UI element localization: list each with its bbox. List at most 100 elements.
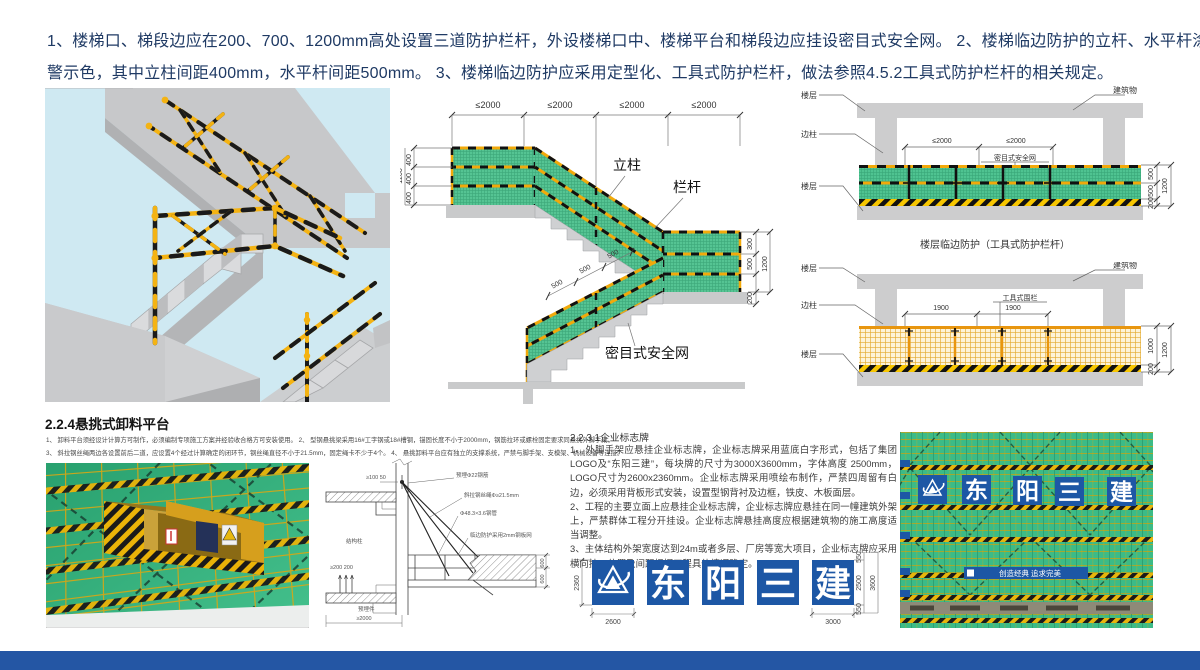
section-2231-p1: 1、外脚手架应悬挂企业标志牌，企业标志牌采用蓝底白字形式，包括了集团LOGO及“… [570, 444, 897, 498]
dim-400-1: 400 [406, 154, 413, 166]
lower-flight [260, 320, 390, 402]
anchor-bolts: ≥200 200 [330, 565, 354, 593]
sign-dims: 2360 2600 3000 550 2500 550 3600 [574, 552, 879, 626]
platform [407, 554, 537, 596]
floor-slab [45, 303, 260, 402]
dim-1200-b: 1200 [1162, 342, 1169, 358]
section-2231-p2: 2、工程的主要立面上应悬挂企业标志牌，企业标志牌应悬挂在同一幢建筑外架上，严禁群… [570, 500, 897, 541]
intro-line-2: 警示色，其中立柱间距400mm，水平杆间距500mm。 3、楼梯临边防护应采用定… [47, 65, 1114, 82]
dim-top: ≥100 50 [366, 475, 386, 481]
dim-500-d3: 500 [606, 249, 620, 261]
dim-550-bottom: 550 [856, 603, 863, 615]
label-fence: 工具式围栏 [1003, 293, 1038, 302]
hazard-strip [859, 199, 1141, 206]
section-224-title: 2.2.4悬挑式卸料平台 [45, 417, 170, 432]
dim-1900-a: 1900 [933, 305, 949, 312]
dim-2600: 2600 [605, 619, 621, 626]
top-slab [325, 491, 397, 516]
callout-pipe: Φ48.3×3.6钢管 [460, 509, 497, 517]
intro-line-1: 1、楼梯口、梯段边应在200、700、1200mm高处设置三道防护栏杆，外设楼梯… [47, 33, 1200, 50]
dim-1200-left: 1200 [400, 168, 404, 184]
dim-400-3: 400 [406, 192, 413, 204]
ground [46, 605, 309, 627]
label-floor-top: 楼层 [801, 90, 817, 100]
dim-2000-1: ≤2000 [476, 100, 501, 110]
ground-slab [448, 382, 745, 389]
dim-600-1: 600 [540, 558, 546, 567]
right-slab [657, 292, 748, 304]
right-dims: 600 600 [536, 552, 550, 590]
right-dims: 500 500 200 1200 [1141, 161, 1175, 210]
section-224-note-1: 1、 卸料平台须经设计计算方可制作，必须编制专项施工方案并经验收合格方可安装使用… [46, 437, 614, 444]
frame-labels: 楼层 边柱 楼层 建筑物 [801, 262, 1137, 378]
striped-railings [145, 96, 382, 402]
dim-600-2: 600 [540, 574, 546, 583]
dim-300: 300 [747, 238, 754, 250]
right-landing-panel [661, 230, 742, 292]
sign-char-3: 三 [760, 563, 796, 604]
dim-bottom: ≥2000 [356, 616, 371, 622]
walkway [900, 602, 1153, 614]
label-rail: 栏杆 [673, 179, 701, 195]
char-tiles: 东 阳 三 建 [647, 560, 854, 605]
dim-2360: 2360 [574, 575, 581, 591]
logo-tile [592, 560, 634, 605]
callouts: 预埋Φ22钢筋 斜拉钢丝绳Φ≥21.5mm Φ48.3×3.6钢管 临边防护采用… [407, 471, 532, 556]
dim-1200-right: 1200 [762, 256, 769, 272]
section-2231-title: 2.2.3.1企业标志牌 [570, 433, 649, 444]
facade-char-4: 建 [1110, 479, 1133, 505]
dim-1000: 1000 [1148, 338, 1155, 354]
dim-2500: 2500 [856, 575, 863, 591]
label-net: 密目式安全网 [605, 345, 689, 361]
dim-500-d1: 500 [550, 279, 564, 291]
ground-wall [523, 389, 533, 404]
building-frame [857, 103, 1143, 220]
label-floor-bottom: 楼层 [801, 181, 817, 191]
dim-1200-a: 1200 [1162, 178, 1169, 194]
bottom-slab [325, 584, 397, 614]
edge-diagram-caption: 楼层临边防护（工具式防护栏杆） [920, 238, 1070, 251]
inner-dims: ≤2000 ≤2000 密目式安全网 [901, 138, 1057, 165]
inner-dims: 1900 1900 工具式围栏 [901, 293, 1052, 326]
diagram-labels: 立柱 栏杆 密目式安全网 [605, 157, 701, 361]
label-embed: 预埋件 [358, 605, 375, 613]
hazard-strip [859, 365, 1141, 372]
mesh-band [859, 165, 1141, 206]
counterweight [467, 554, 537, 581]
label-floor-top: 楼层 [801, 263, 817, 273]
label-post: 立柱 [613, 157, 641, 173]
dim-2000-3: ≤2000 [620, 100, 645, 110]
upper-flight [45, 88, 390, 260]
anchor: ≥100 50 [366, 475, 404, 489]
frame-labels: 楼层 边柱 楼层 建筑物 [801, 85, 1137, 212]
section-224-note-2: 3、 斜拉钢丝绳两边各设置前后二道，应设置4个经过计算确定的闭环节，钢丝绳直径不… [46, 450, 624, 457]
right-dims: 1000 200 1200 [1141, 322, 1175, 376]
dim-200-b: 200 [1148, 363, 1155, 375]
left-slab [446, 205, 540, 218]
label-building: 建筑物 [1113, 85, 1137, 95]
platform-section-drawing: .ln { stroke:#444; stroke-width:0.8; fil… [325, 458, 550, 627]
facade-char-3: 三 [1058, 479, 1081, 505]
dim-chain-diagonal: 500 500 500 [545, 247, 635, 301]
dim-chain-top: ≤2000 ≤2000 ≤2000 ≤2000 [448, 100, 744, 188]
dim-2000-b: ≤2000 [1006, 138, 1026, 145]
dim-left: ≥200 200 [330, 565, 353, 571]
stair-protection-diagram: .dim { font-size:9px; fill:#333; } .dimS… [400, 100, 774, 404]
sign-char-1: 东 [650, 563, 686, 604]
dim-2000-2: ≤2000 [548, 100, 573, 110]
platform-box [104, 501, 264, 575]
dim-200-a: 200 [1148, 197, 1155, 209]
callout-plate: 临边防护采用2mm钢板网 [470, 531, 532, 539]
banner-text: 创造经典 追求完美 [999, 568, 1062, 578]
dim-500-right: 500 [747, 258, 754, 270]
dim-chain-right: 300 500 200 1200 [740, 228, 774, 308]
dim-2000-a: ≤2000 [932, 138, 952, 145]
callout-rebar: 预埋Φ22钢筋 [456, 471, 489, 479]
upper-landing-panel [450, 146, 537, 205]
banner: 创造经典 追求完美 [964, 567, 1088, 579]
dim-500-a: 500 [1148, 168, 1155, 180]
footer-bar [0, 651, 1200, 670]
edge-protection-fence-diagram: .thin3 { stroke:#666; stroke-width:0.7; … [801, 262, 1175, 386]
dim-3600: 3600 [870, 575, 877, 591]
dim-3000: 3000 [825, 619, 841, 626]
